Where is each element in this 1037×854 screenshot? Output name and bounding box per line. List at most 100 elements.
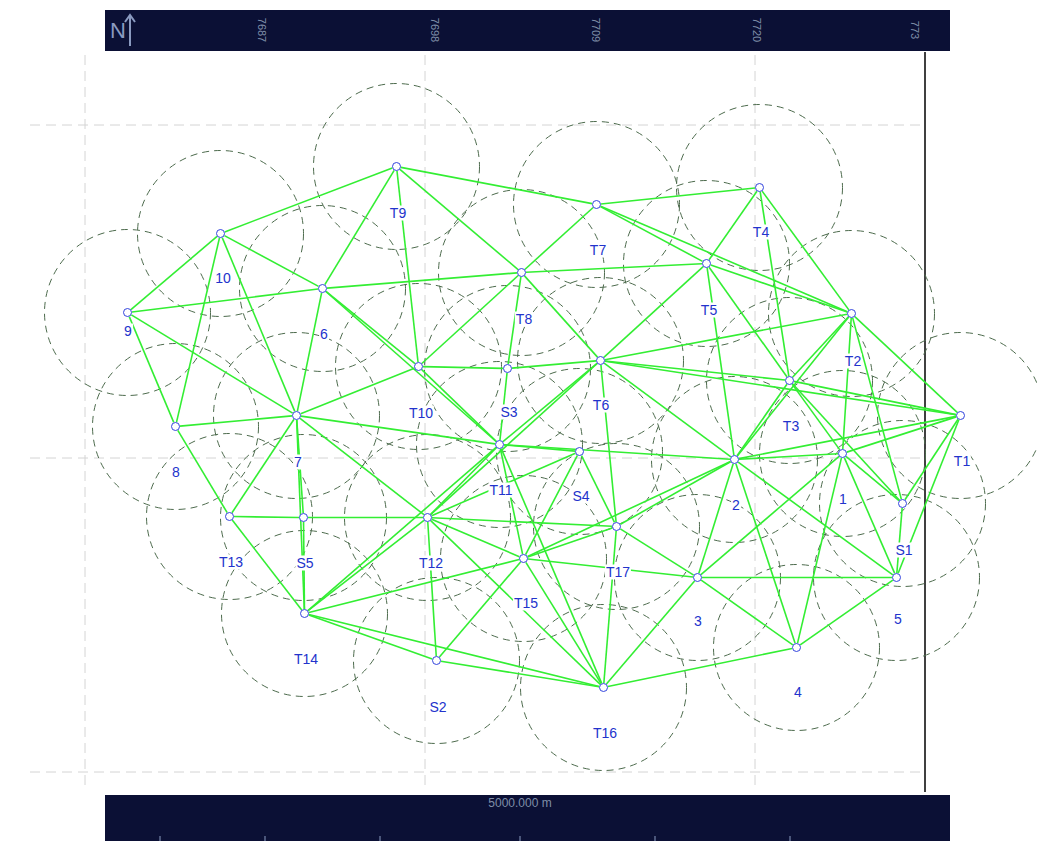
observation-line	[600, 207, 702, 262]
error-circle	[240, 206, 406, 372]
observation-line	[528, 528, 612, 557]
observation-line	[308, 520, 424, 610]
observation-line	[800, 580, 893, 645]
observation-line	[180, 416, 292, 426]
error-circle	[820, 421, 986, 587]
error-circle	[147, 434, 313, 600]
point-label: T10	[408, 406, 434, 421]
observation-line	[794, 381, 956, 414]
point-label: 7	[293, 455, 303, 470]
survey-point: 3	[693, 573, 702, 582]
observation-line	[234, 516, 299, 518]
observation-line	[525, 208, 593, 270]
observation-line	[423, 367, 503, 369]
observation-line	[739, 454, 838, 460]
error-circle	[534, 444, 700, 610]
observation-line	[326, 291, 415, 363]
survey-point: 1	[838, 449, 847, 458]
survey-point: 5	[892, 573, 901, 582]
point-label: T2	[844, 354, 862, 369]
observation-line	[432, 453, 576, 515]
survey-point: T15	[519, 554, 528, 563]
observation-line	[606, 581, 694, 684]
observation-line	[441, 661, 599, 687]
error-circle	[760, 371, 926, 537]
observation-line	[605, 361, 956, 415]
observation-line	[526, 455, 578, 554]
observation-line	[422, 276, 518, 364]
error-circle	[769, 231, 935, 397]
observation-line	[853, 318, 902, 499]
coordinate-tick: 7687	[256, 18, 268, 42]
observation-line	[855, 317, 957, 413]
observation-line	[844, 458, 894, 574]
observation-line	[707, 268, 734, 455]
error-circle	[314, 84, 480, 250]
observation-line	[131, 315, 292, 413]
survey-point: T16	[599, 683, 608, 692]
point-label: S4	[571, 489, 590, 504]
survey-point: T11	[495, 440, 504, 449]
observation-line	[604, 531, 616, 683]
point-label: 6	[319, 327, 329, 342]
observation-line	[308, 447, 496, 610]
survey-point: T4	[755, 183, 764, 192]
grid-lines	[30, 55, 925, 790]
observation-line	[737, 317, 848, 456]
top-bar	[105, 10, 950, 51]
error-circle	[518, 278, 684, 444]
point-label: T14	[293, 652, 319, 667]
point-label: 2	[731, 498, 741, 513]
observation-line	[605, 361, 785, 380]
bottom-bar	[105, 795, 950, 841]
observation-line	[232, 419, 294, 513]
scale-label: 5000.000 m	[488, 796, 551, 810]
point-label: T4	[752, 225, 770, 240]
observation-line	[503, 363, 597, 441]
error-circle	[624, 181, 790, 347]
observation-line	[297, 293, 321, 411]
observation-line	[512, 361, 596, 368]
observation-line	[132, 289, 318, 312]
survey-point: S2	[432, 656, 441, 665]
point-label: T3	[782, 419, 800, 434]
point-label: T12	[418, 556, 444, 571]
observation-line	[793, 317, 849, 377]
point-label: T17	[605, 565, 631, 580]
observation-line	[601, 188, 755, 204]
error-circle	[514, 122, 680, 288]
observation-line	[608, 648, 792, 686]
survey-point: S5	[299, 513, 308, 522]
point-label: S2	[428, 700, 447, 715]
observation-line	[177, 238, 220, 422]
observation-line	[400, 169, 518, 269]
observation-line	[301, 368, 415, 414]
observation-line	[504, 445, 730, 459]
error-circle	[93, 344, 259, 510]
error-circle	[45, 230, 211, 396]
observation-line	[739, 416, 956, 458]
observation-line	[300, 418, 424, 514]
error-circle	[417, 362, 583, 528]
survey-point: T3	[785, 376, 794, 385]
error-circle	[714, 565, 880, 731]
observation-line	[428, 522, 436, 656]
point-label: 4	[793, 685, 803, 700]
error-circle	[439, 190, 605, 356]
survey-point: T14	[300, 609, 309, 618]
survey-point: T17	[612, 522, 621, 531]
observation-line	[601, 206, 848, 311]
point-label: 1	[838, 492, 848, 507]
observation-line	[526, 562, 601, 683]
survey-point: 8	[171, 422, 180, 431]
survey-point: 10	[216, 229, 225, 238]
observation-line	[325, 170, 394, 284]
observation-line	[397, 171, 418, 362]
observation-line	[401, 167, 592, 203]
error-circle	[222, 531, 388, 697]
point-label: T7	[589, 243, 607, 258]
observation-line	[605, 314, 847, 359]
observation-line	[738, 462, 893, 575]
observation-line	[131, 236, 217, 309]
